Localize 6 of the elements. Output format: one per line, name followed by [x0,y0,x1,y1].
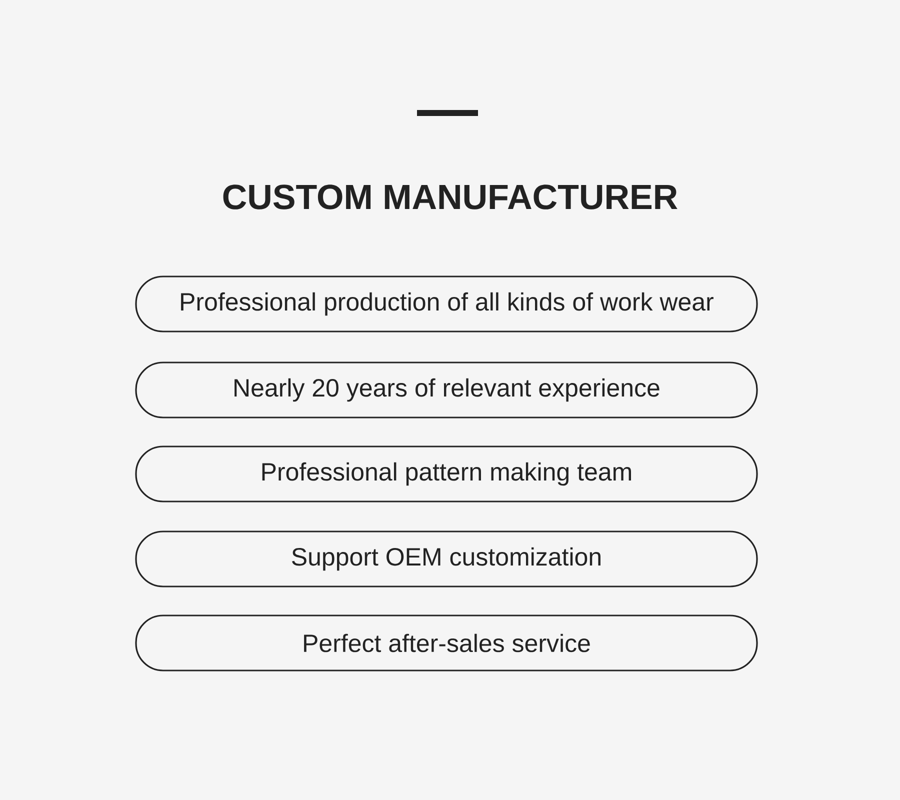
feature-pill: Support OEM customization [135,530,758,588]
feature-pill: Nearly 20 years of relevant experience [135,362,758,418]
feature-pill: Perfect after-sales service [135,614,758,672]
feature-pill: Professional pattern making team [135,446,758,502]
title: CUSTOM MANUFACTURER [223,184,678,210]
feature-pill: Professional production of all kinds of work wear [135,276,758,332]
